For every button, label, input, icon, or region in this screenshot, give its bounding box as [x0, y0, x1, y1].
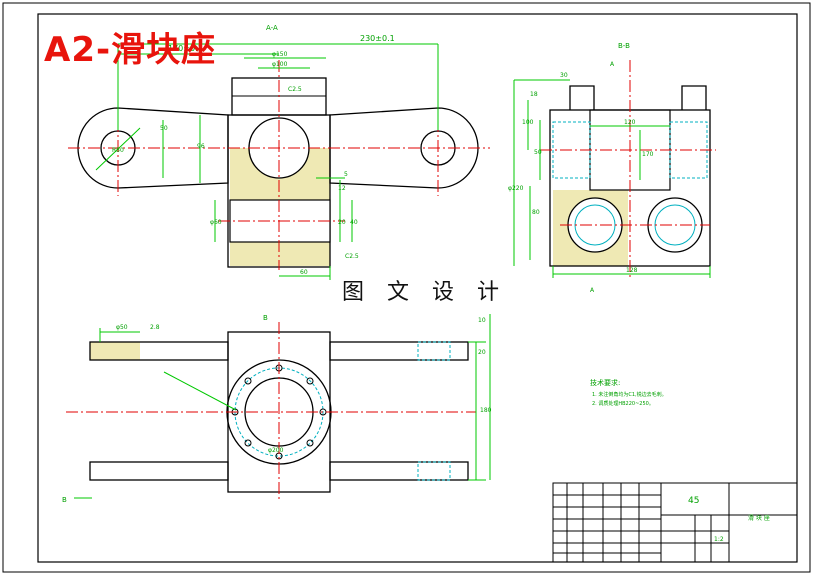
notes-heading: 技术要求:	[590, 378, 620, 387]
dim-r50: R50	[112, 147, 124, 154]
side-view: B-B A A 30 18 100 50 φ220 120 170 80 128	[508, 42, 716, 294]
notes-line1: 1. 未注倒角均为C1,锐边去毛刺。	[592, 391, 667, 398]
dim-c25a: C2.5	[288, 86, 302, 93]
dim-side-50: 50	[534, 149, 542, 156]
label-front-section: A-A	[266, 24, 278, 32]
dim-c25b: C2.5	[345, 253, 359, 260]
dim-side-80: 80	[532, 209, 540, 216]
label-side-arrow-b: A	[590, 287, 595, 294]
dim-phi150: φ150	[272, 51, 288, 58]
dim-50: 50	[160, 125, 168, 132]
dim-20: 20	[338, 219, 346, 226]
label-top-b: B	[263, 314, 268, 322]
title-block-part-name: 滑 块 座	[748, 514, 770, 522]
dim-top-50: φ50	[116, 324, 128, 331]
right-arm	[329, 107, 479, 189]
left-arm	[77, 107, 229, 189]
dim-side-220: φ220	[508, 185, 524, 192]
front-view: 230±0.1 170±0.1 φ150 φ100 C2.5 R50 50 96…	[68, 24, 490, 280]
label-side-section: B-B	[618, 42, 630, 50]
dim-top-10: 10	[478, 317, 486, 324]
drawing-title: A2-滑块座	[44, 30, 217, 70]
dim-top-20: 20	[478, 349, 486, 356]
title-block-material: 45	[688, 496, 699, 506]
title-block	[552, 482, 798, 563]
dim-phi100: φ100	[272, 61, 288, 68]
dim-side-120: 120	[624, 119, 636, 126]
dim-side-30: 30	[560, 72, 568, 79]
dim-5: 5	[344, 171, 348, 178]
dim-96: 96	[197, 143, 205, 150]
watermark-text: 图 文 设 计	[338, 274, 511, 306]
notes-line2: 2. 调质处理HB220~250。	[592, 400, 654, 407]
inner-frame	[37, 13, 798, 563]
top-view: φ50 2.8 10 20 180 φ200 B B	[62, 314, 492, 504]
dim-phi60: φ60	[210, 219, 222, 226]
technical-notes: 技术要求: 1. 未注倒角均为C1,锐边去毛刺。 2. 调质处理HB220~25…	[590, 378, 667, 407]
dim-top-phi: φ200	[268, 447, 284, 454]
dim-side-18: 18	[530, 91, 538, 98]
dim-170: 170±0.1	[168, 44, 203, 53]
dim-12: 12	[338, 185, 346, 192]
dim-top-180: 180	[480, 407, 492, 414]
dim-side-128: 128	[626, 267, 638, 274]
dim-60: 60	[300, 269, 308, 276]
dim-side-100: 100	[522, 119, 534, 126]
label-side-arrow-a: A	[610, 61, 615, 68]
title-block-scale: 1:2	[714, 536, 724, 543]
dim-40: 40	[350, 219, 358, 226]
dim-230: 230±0.1	[360, 34, 395, 43]
dim-side-170: 170	[642, 151, 654, 158]
label-bottom-b: B	[62, 496, 67, 504]
dim-top-28: 2.8	[150, 324, 160, 331]
